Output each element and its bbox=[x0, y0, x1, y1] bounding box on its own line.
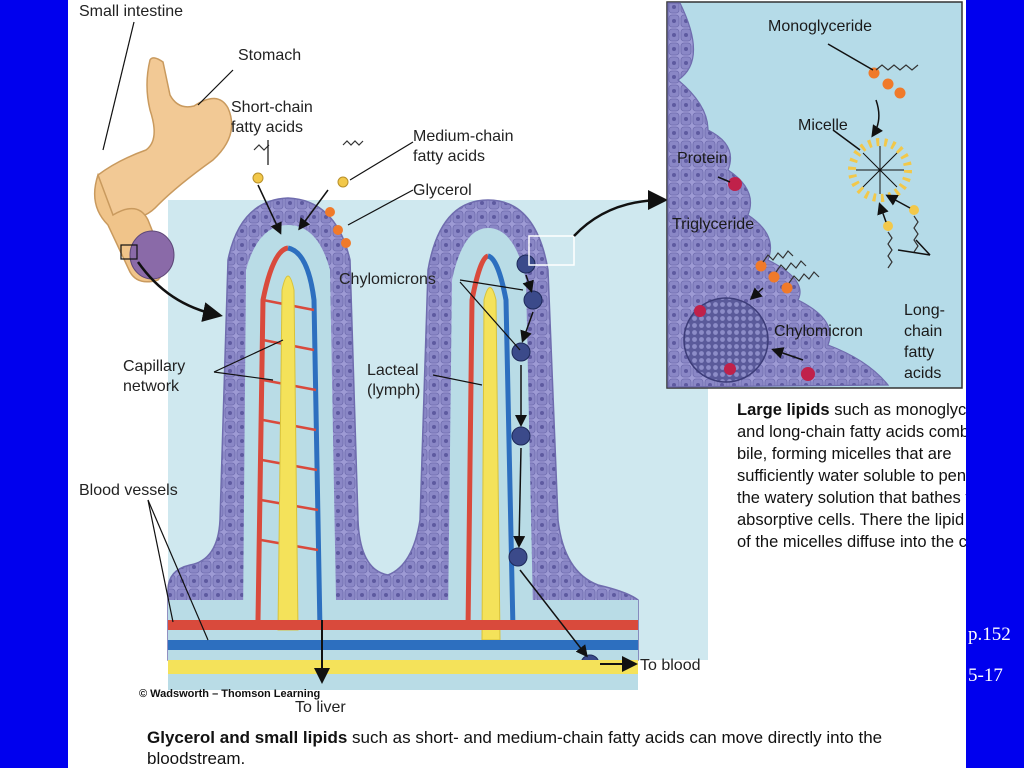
villus-2-artery bbox=[465, 253, 490, 631]
lymph-bottom bbox=[168, 660, 638, 674]
chylomicron-large bbox=[683, 297, 769, 383]
inset-arrows bbox=[717, 43, 931, 361]
inset-cells bbox=[667, 2, 890, 388]
artery-bottom bbox=[168, 620, 638, 630]
triglyceride-molecule bbox=[755, 250, 820, 294]
long-chain-fatty-acids bbox=[883, 205, 919, 269]
caption-small-bold: Glycerol and small lipids bbox=[147, 728, 348, 747]
lipid-absorption-diagram bbox=[93, 1, 963, 690]
inset-label-chylomicron: Chylomicron bbox=[774, 323, 863, 340]
magnify-box bbox=[120, 244, 138, 260]
label-blood-vessels: Blood vessels bbox=[79, 482, 178, 499]
caption-large-bold: Large lipids bbox=[737, 401, 830, 419]
inset-arrow bbox=[573, 190, 668, 237]
flow-arrows bbox=[257, 184, 588, 658]
caption-small-text: such as short- and medium-chain fatty ac… bbox=[147, 728, 883, 768]
credit-line: © Wadsworth – Thomson Learning bbox=[139, 688, 321, 700]
label-to-liver: To liver bbox=[295, 699, 346, 716]
label-capillary-network: Capillary network bbox=[123, 358, 186, 395]
label-lacteal: Lacteal (lymph) bbox=[367, 362, 421, 399]
villus-2-vein bbox=[486, 253, 516, 631]
lacteal-2 bbox=[481, 287, 501, 641]
magnify-arrow bbox=[136, 261, 223, 322]
stomach-shape bbox=[95, 57, 233, 220]
caption-large-lipids: Large lipids such as monoglycerides and … bbox=[737, 399, 966, 553]
proteins bbox=[694, 177, 815, 381]
inset-label-micelle: Micelle bbox=[798, 117, 848, 134]
inset-label-triglyceride: Triglyceride bbox=[672, 216, 755, 233]
caption-large-text: such as monoglycerides and long-chain fa… bbox=[737, 401, 966, 551]
inset-label-long-chain: Long- chain fatty acids bbox=[904, 302, 945, 382]
label-small-intestine: Small intestine bbox=[79, 3, 184, 20]
label-chylomicrons: Chylomicrons bbox=[339, 271, 436, 288]
slide-number: 5-17 bbox=[968, 665, 1003, 686]
label-medium-chain: Medium-chain fatty acids bbox=[413, 128, 514, 165]
slide-canvas: Small intestine Stomach Short-chain fatt… bbox=[68, 0, 966, 768]
capillary-network bbox=[255, 245, 323, 631]
fat-molecules bbox=[252, 140, 364, 248]
lacteal-1 bbox=[277, 275, 299, 631]
label-short-chain: Short-chain fatty acids bbox=[231, 99, 313, 136]
caption-small-lipids: Glycerol and small lipids such as short-… bbox=[147, 727, 966, 768]
page-reference: p.152 bbox=[968, 624, 1011, 645]
label-stomach: Stomach bbox=[238, 47, 302, 64]
label-glycerol: Glycerol bbox=[413, 182, 472, 199]
label-to-blood: To blood bbox=[640, 657, 701, 674]
zoom-marker bbox=[528, 235, 575, 266]
monoglyceride-molecule bbox=[868, 64, 919, 99]
vein-bottom bbox=[168, 640, 638, 650]
leader-lines bbox=[102, 21, 524, 641]
inset-label-monoglyceride: Monoglyceride bbox=[768, 18, 873, 35]
inset-label-protein: Protein bbox=[677, 150, 728, 167]
micelle bbox=[848, 138, 912, 202]
